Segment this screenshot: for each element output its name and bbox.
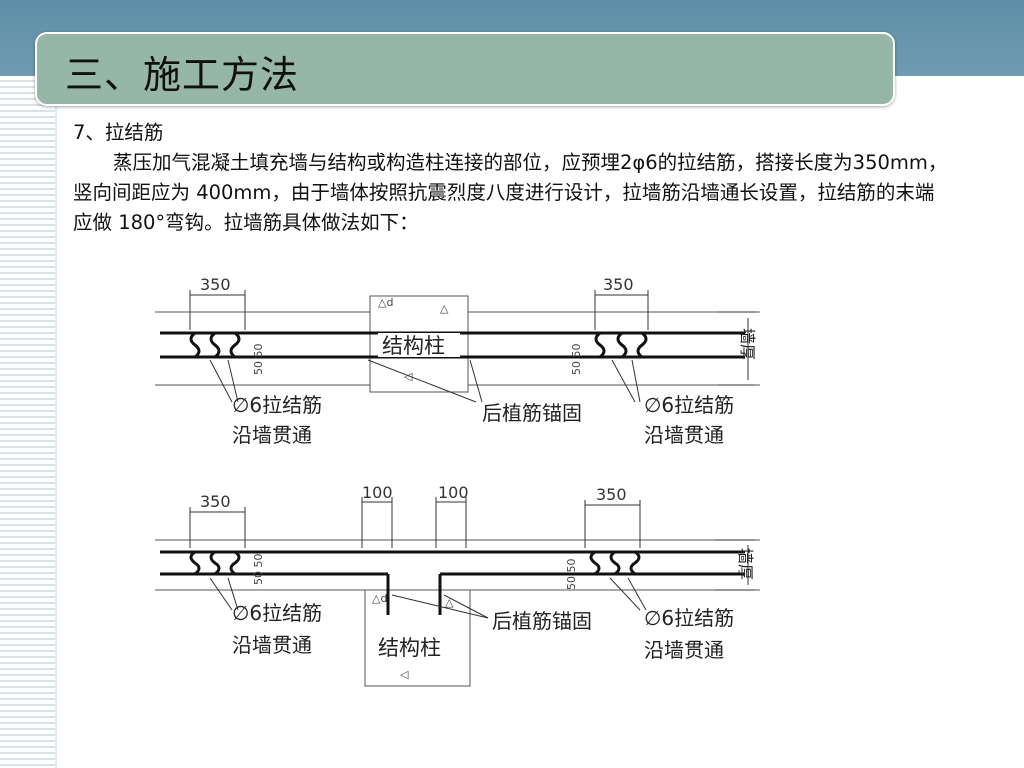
structural-column-2 bbox=[364, 589, 471, 687]
svg-text:△d: △d bbox=[372, 592, 387, 605]
svg-text:△d: △d bbox=[378, 296, 393, 309]
dim-100-mid-2: 100 bbox=[438, 483, 469, 502]
rebar-label-right-2a: ∅6拉结筋 bbox=[644, 606, 734, 630]
dim-vertical-left-2: 50 50 bbox=[252, 554, 265, 586]
rebar-label-right-2b: 沿墙贯通 bbox=[644, 638, 724, 662]
rebar-label-left-2a: ∅6拉结筋 bbox=[232, 601, 322, 625]
rebar-label-left-1a: ∅6拉结筋 bbox=[232, 393, 322, 417]
anchor-label-1: 后植筋锚固 bbox=[482, 401, 582, 425]
section-heading: 7、拉结筋 bbox=[73, 121, 164, 144]
dim-350-left-1: 350 bbox=[200, 275, 231, 294]
rebar-label-right-1b: 沿墙贯通 bbox=[644, 423, 724, 447]
rebar-label-left-1b: 沿墙贯通 bbox=[232, 423, 312, 447]
left-stripe-decoration bbox=[0, 76, 57, 768]
diagram-2: △d △ ◁ 350 100 100 350 50 50 bbox=[155, 483, 760, 687]
title-box: 三、施工方法 bbox=[35, 32, 895, 106]
anchor-label-2: 后植筋锚固 bbox=[492, 609, 592, 633]
dim-vertical-right-2: 50 50 bbox=[565, 559, 578, 591]
rebar-label-right-1a: ∅6拉结筋 bbox=[644, 393, 734, 417]
column-label-2: 结构柱 bbox=[378, 636, 441, 660]
wall-thickness-1: 墙厚 bbox=[738, 328, 757, 360]
dim-350-right-2: 350 bbox=[596, 485, 627, 504]
svg-text:△: △ bbox=[445, 596, 454, 609]
section-paragraph: 蒸压加气混凝土填充墙与结构或构造柱连接的部位，应预埋2φ6的拉结筋，搭接长度为3… bbox=[73, 151, 948, 234]
dim-350-right-1: 350 bbox=[603, 275, 634, 294]
slide-title: 三、施工方法 bbox=[65, 53, 300, 97]
body-text: 7、拉结筋 蒸压加气混凝土填充墙与结构或构造柱连接的部位，应预埋2φ6的拉结筋，… bbox=[73, 118, 953, 238]
diagram-1: △d △ ◁ 350 350 50 50 50 50 墙厚 结构柱 bbox=[155, 275, 760, 447]
rebar-label-left-2b: 沿墙贯通 bbox=[232, 633, 312, 657]
dim-vertical-left-1: 50 50 bbox=[252, 344, 265, 376]
dim-100-mid-1: 100 bbox=[362, 483, 393, 502]
wall-thickness-2: 墙厚 bbox=[736, 548, 755, 580]
column-label-1: 结构柱 bbox=[382, 334, 445, 358]
svg-text:◁: ◁ bbox=[400, 668, 409, 681]
dim-vertical-right-1: 50 50 bbox=[570, 344, 583, 376]
svg-text:◁: ◁ bbox=[404, 370, 413, 383]
dim-350-left-2: 350 bbox=[200, 492, 231, 511]
svg-text:△: △ bbox=[440, 302, 449, 315]
